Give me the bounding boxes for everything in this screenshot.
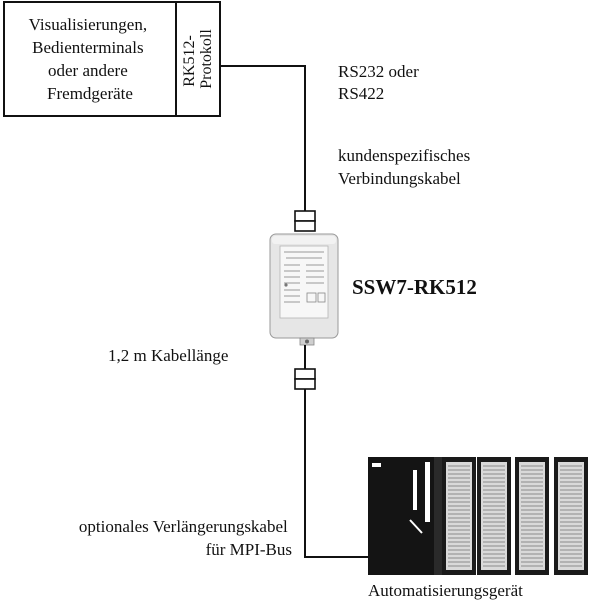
external-device-box: Visualisierungen, Bedienterminals oder a… [3, 1, 221, 117]
device-line: Visualisierungen, [29, 15, 147, 34]
device-box-frame [3, 1, 221, 117]
io-modules [442, 457, 588, 575]
io-module [554, 457, 588, 575]
protocol-line: Protokoll [198, 29, 215, 89]
device-line: Fremdgeräte [47, 84, 133, 103]
protocol-label: RK512- Protokoll [181, 29, 215, 89]
adapter-name: SSW7-RK512 [352, 275, 477, 299]
plc-cpu [368, 457, 436, 575]
extension-label: optionales Verlängerungskabel für MPI-Bu… [79, 517, 292, 559]
adapter-label-plate [279, 245, 329, 319]
extension-line: für MPI-Bus [206, 540, 292, 559]
customer-cable [220, 65, 306, 212]
extension-cable [304, 389, 374, 558]
cable-line: Verbindungskabel [338, 169, 461, 188]
adapter-device [269, 233, 339, 346]
extension-line: optionales Verlängerungskabel [79, 517, 288, 536]
cable-connector-bottom [294, 368, 316, 390]
cable-label: kundenspezifisches Verbindungskabel [338, 146, 474, 188]
plc-name: Automatisierungsgerät [368, 581, 523, 600]
protocol-line: RK512- [181, 35, 198, 87]
cable-line: kundenspezifisches [338, 146, 470, 165]
device-line: Bedienterminals [32, 38, 143, 57]
device-description: Visualisierungen, Bedienterminals oder a… [29, 15, 152, 103]
io-module [442, 457, 476, 575]
interface-label: RS232 oder RS422 [338, 62, 423, 103]
interface-line: RS232 oder [338, 62, 419, 81]
io-module [515, 457, 549, 575]
interface-line: RS422 [338, 84, 384, 103]
io-module [477, 457, 511, 575]
plc-rack [368, 457, 588, 575]
device-line: oder andere [48, 61, 128, 80]
short-cable-label: 1,2 m Kabellänge [108, 346, 228, 365]
cable-connector-top [294, 210, 316, 232]
